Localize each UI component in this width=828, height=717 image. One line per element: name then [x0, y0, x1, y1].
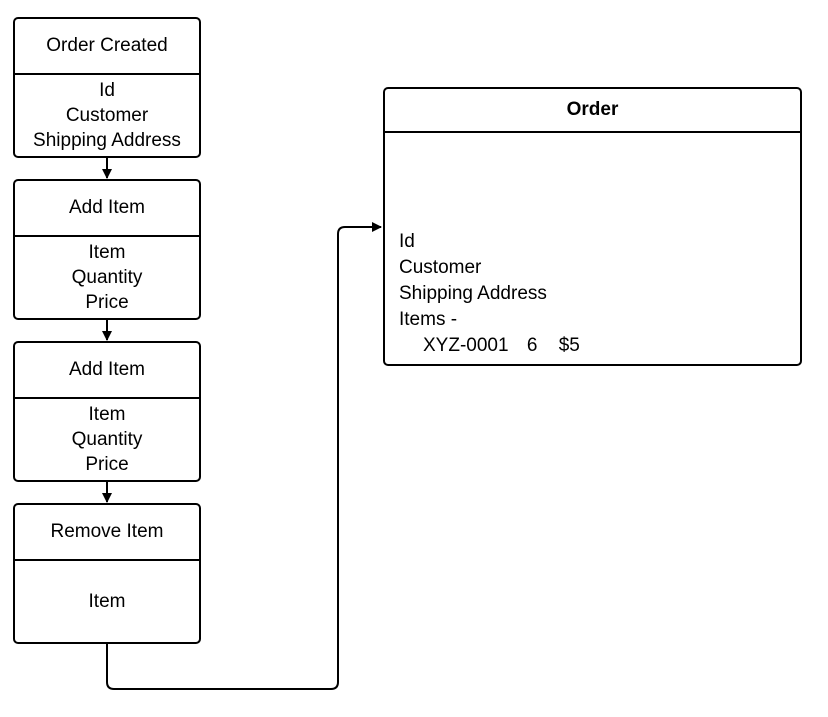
event-field: Price — [85, 454, 129, 475]
event-fields: Item Quantity Price — [15, 237, 199, 318]
event-field: Quantity — [71, 429, 143, 450]
event-title: Add Item — [15, 181, 199, 237]
order-item-line: XYZ-0001 6 $5 — [399, 333, 800, 359]
event-fields: Item Quantity Price — [15, 399, 199, 480]
event-title: Order Created — [15, 19, 199, 75]
order-item-sku: XYZ-0001 — [423, 335, 509, 356]
event-box-order-created: Order Created Id Customer Shipping Addre… — [13, 17, 201, 158]
order-title: Order — [385, 89, 800, 133]
event-title: Remove Item — [15, 505, 199, 561]
event-field: Item — [88, 242, 126, 263]
event-fields: Id Customer Shipping Address — [15, 75, 199, 156]
event-box-add-item: Add Item Item Quantity Price — [13, 179, 201, 320]
event-box-add-item: Add Item Item Quantity Price — [13, 341, 201, 482]
order-item-quantity: 6 — [526, 335, 538, 356]
event-field: Item — [88, 591, 126, 612]
event-field: Shipping Address — [33, 130, 181, 151]
order-field: Shipping Address — [399, 283, 547, 304]
event-field: Price — [85, 292, 129, 313]
event-field: Item — [88, 404, 126, 425]
order-fields: Id Customer Shipping Address Items - XYZ… — [385, 133, 800, 359]
order-box: Order Id Customer Shipping Address Items… — [383, 87, 802, 366]
event-title: Add Item — [15, 343, 199, 399]
event-box-remove-item: Remove Item Item — [13, 503, 201, 644]
order-field: Id — [399, 231, 415, 252]
event-field: Customer — [65, 105, 149, 126]
order-item-price: $5 — [558, 335, 580, 356]
order-field: Items - — [399, 309, 458, 330]
event-fields: Item — [15, 561, 199, 642]
order-field: Customer — [399, 257, 482, 278]
event-field: Quantity — [71, 267, 143, 288]
event-field: Id — [99, 80, 115, 101]
